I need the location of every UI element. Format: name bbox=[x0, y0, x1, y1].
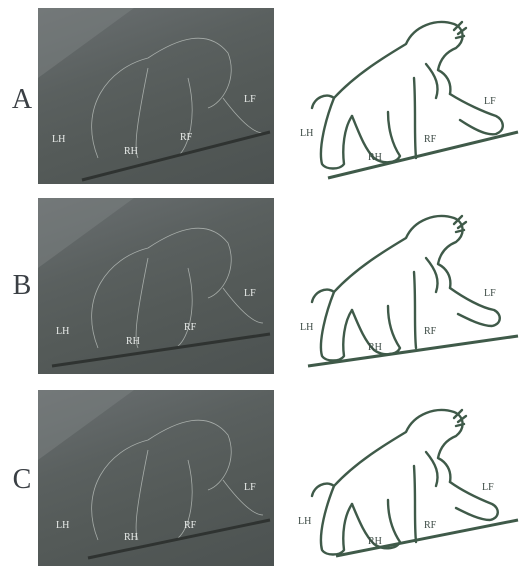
photo-label-lf: LF bbox=[244, 94, 256, 105]
panel-label: C bbox=[8, 464, 36, 496]
elephant-drawing: LF LH RH RF bbox=[296, 390, 520, 566]
elephant-outline bbox=[312, 22, 503, 169]
drawing-ground-line bbox=[308, 336, 518, 366]
drawing-label-lf: LF bbox=[484, 96, 496, 107]
photo-overlay: LF LH RH RF bbox=[38, 198, 274, 374]
elephant-photo: LF LH RH RF bbox=[38, 390, 274, 566]
drawing-label-lf: LF bbox=[482, 482, 494, 493]
photo-label-lf: LF bbox=[244, 482, 256, 493]
drawing-label-lh: LH bbox=[300, 322, 313, 333]
photo-label-rf: RF bbox=[184, 520, 197, 531]
drawing-label-lf: LF bbox=[484, 288, 496, 299]
elephant-photo: LF LH RH RF bbox=[38, 8, 274, 184]
drawing-svg: LF LH RH RF bbox=[296, 8, 520, 184]
drawing-label-lh: LH bbox=[298, 516, 311, 527]
drawing-label-rf: RF bbox=[424, 134, 437, 145]
photo-label-lf: LF bbox=[244, 288, 256, 299]
photo-overlay: LF LH RH RF bbox=[38, 8, 274, 184]
drawing-svg: LF LH RH RF bbox=[296, 198, 520, 374]
photo-ground-line bbox=[52, 334, 270, 366]
drawing-svg: LF LH RH RF bbox=[296, 390, 520, 566]
drawing-label-rh: RH bbox=[368, 152, 382, 163]
panel-label: A bbox=[8, 84, 36, 116]
drawing-label-rf: RF bbox=[424, 326, 437, 337]
drawing-ground-line bbox=[328, 132, 518, 178]
photo-label-rf: RF bbox=[184, 322, 197, 333]
photo-overlay: LF LH RH RF bbox=[38, 390, 274, 566]
panel-row-c: C LF LH RH RF LF LH bbox=[0, 388, 520, 578]
panel-label: B bbox=[8, 270, 36, 302]
elephant-outline bbox=[312, 216, 500, 361]
photo-label-rh: RH bbox=[124, 532, 138, 543]
panel-row-b: B LF LH RH RF LF LH bbox=[0, 196, 520, 386]
photo-label-lh: LH bbox=[56, 520, 69, 531]
drawing-label-rf: RF bbox=[424, 520, 437, 531]
photo-label-lh: LH bbox=[52, 134, 65, 145]
photo-label-rh: RH bbox=[126, 336, 140, 347]
photo-label-rf: RF bbox=[180, 132, 193, 143]
elephant-drawing: LF LH RH RF bbox=[296, 8, 520, 184]
elephant-photo: LF LH RH RF bbox=[38, 198, 274, 374]
drawing-label-lh: LH bbox=[300, 128, 313, 139]
elephant-drawing: LF LH RH RF bbox=[296, 198, 520, 374]
photo-ground-line bbox=[88, 520, 270, 558]
photo-label-rh: RH bbox=[124, 146, 138, 157]
photo-ground-line bbox=[82, 132, 270, 180]
photo-label-lh: LH bbox=[56, 326, 69, 337]
drawing-label-rh: RH bbox=[368, 342, 382, 353]
elephant-outline bbox=[312, 410, 498, 555]
panel-row-a: A LF LH RH RF LF LH bbox=[0, 6, 520, 196]
drawing-label-rh: RH bbox=[368, 536, 382, 547]
